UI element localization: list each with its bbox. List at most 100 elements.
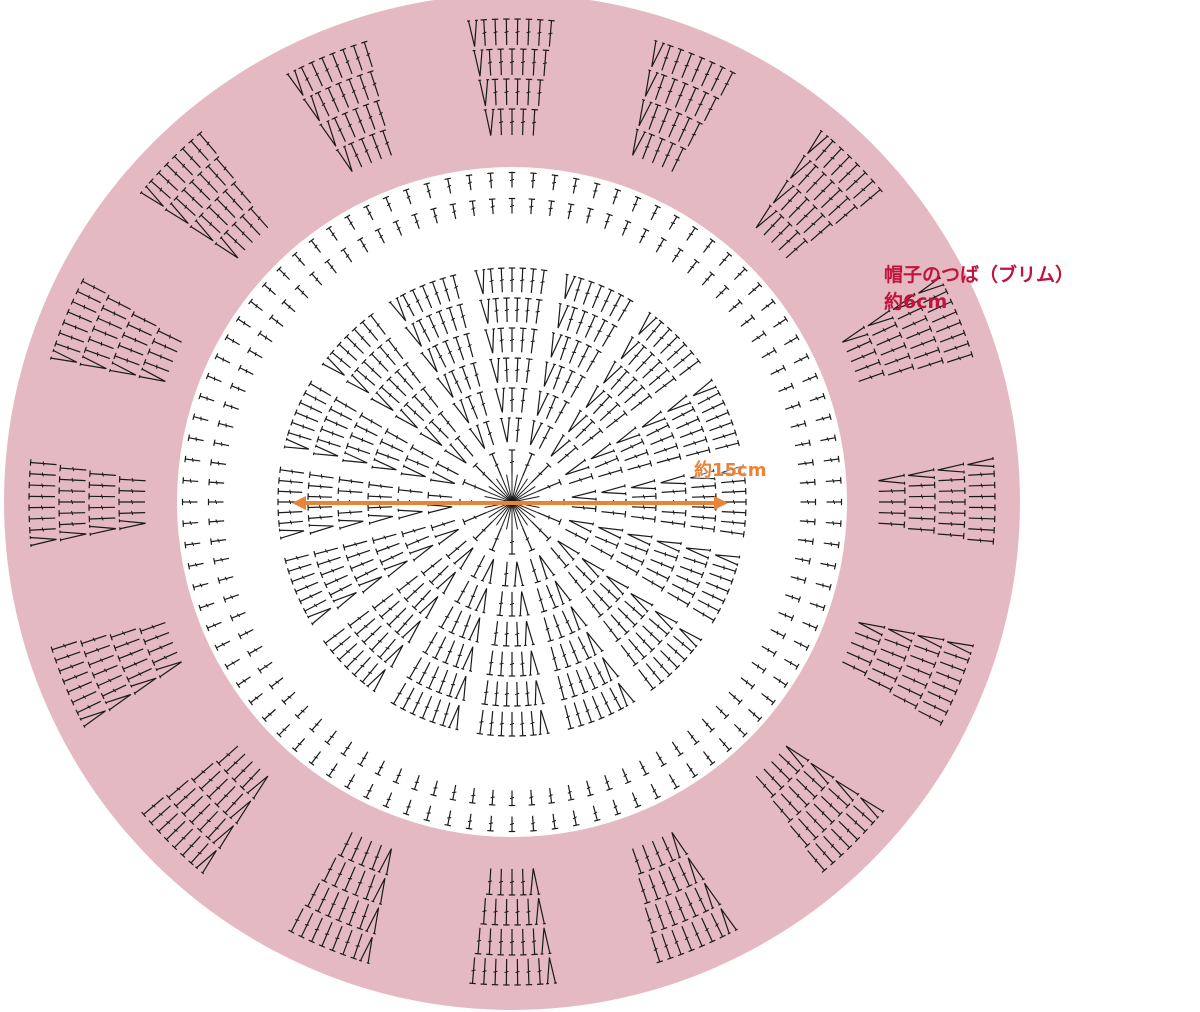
brim-stitch <box>798 163 819 186</box>
crown-stitch <box>432 636 447 661</box>
brim-stitch <box>644 907 657 934</box>
crown-stitch <box>631 515 656 523</box>
brim-stitch <box>842 661 868 677</box>
center-spoke <box>496 501 513 526</box>
edge-stitch <box>257 330 273 343</box>
brim-stitch <box>75 288 101 304</box>
crown-increase-stitch <box>447 704 460 731</box>
edge-stitch <box>181 498 198 506</box>
crown-stitch <box>419 695 433 720</box>
brim-stitch <box>701 60 716 87</box>
brim-stitch <box>117 342 144 356</box>
brim-stitch <box>223 753 246 775</box>
brim-stitch <box>126 668 152 683</box>
crown-increase-stitch <box>367 513 394 525</box>
brim-stitch <box>368 133 382 160</box>
crown-stitch <box>409 444 434 460</box>
edge-stitch <box>773 315 789 328</box>
brim-stitch <box>910 654 937 669</box>
brim-stitch <box>61 319 88 333</box>
crown-stitch <box>394 614 414 636</box>
crown-stitch <box>307 504 333 511</box>
crown-increase-stitch <box>603 360 623 384</box>
crown-stitch <box>368 632 389 653</box>
brim-stitch <box>537 958 544 985</box>
crown-stitch <box>376 344 396 366</box>
brim-stitch <box>350 44 363 71</box>
crown-increase-stitch <box>536 390 550 416</box>
brim-stitch <box>58 521 86 528</box>
crown-stitch <box>631 504 657 512</box>
edge-stitch <box>205 372 222 383</box>
brim-stitch <box>853 178 876 199</box>
brim-stitch <box>658 870 672 897</box>
brim-stitch <box>854 632 881 646</box>
crown-increase-stitch <box>418 596 439 620</box>
brim-stitch <box>206 204 228 226</box>
crown-stitch <box>624 542 649 555</box>
brim-stitch <box>897 304 924 320</box>
brim-stitch <box>80 634 107 647</box>
brim-stitch <box>100 304 127 320</box>
brim-stitch <box>910 335 937 350</box>
crown-increase-stitch <box>692 378 718 397</box>
edge-stitch <box>237 629 254 640</box>
crown-stitch <box>333 396 357 413</box>
brim-stitch <box>503 78 510 106</box>
brim-annotation: 帽子のつば（ブリム） 約6cm <box>884 262 1074 316</box>
crown-increase-stitch <box>685 547 712 560</box>
crown-stitch <box>550 646 561 672</box>
crown-stitch <box>336 643 358 663</box>
brim-stitch <box>803 212 826 234</box>
brim-stitch <box>54 651 81 664</box>
crown-increase-stitch <box>550 434 571 457</box>
brim-stitch <box>213 156 234 179</box>
crown-stitch <box>721 520 746 527</box>
crown-stitch <box>446 306 458 331</box>
brim-stitch <box>508 108 516 135</box>
crown-stitch <box>529 558 542 584</box>
brim-stitch <box>339 47 353 75</box>
center-spoke <box>491 501 513 523</box>
brim-stitch <box>880 648 907 662</box>
edge-stitch <box>748 281 763 296</box>
edge-stitch <box>430 207 438 224</box>
crown-stitch <box>624 384 646 404</box>
brim-stitch <box>780 188 802 211</box>
crown-stitch <box>351 656 371 678</box>
brim-increase-stitch <box>907 468 935 480</box>
crown-stitch <box>409 691 424 716</box>
crown-stitch <box>600 691 615 716</box>
crown-stitch <box>610 614 630 636</box>
brim-stitch <box>846 651 873 667</box>
crown-stitch <box>606 410 628 429</box>
edge-stitch <box>374 227 385 244</box>
crown-increase-stitch <box>479 298 491 324</box>
brim-stitch <box>796 778 818 800</box>
crown-increase-stitch <box>388 296 407 322</box>
edge-stitch <box>799 478 816 486</box>
brim-stitch-groups <box>28 18 996 986</box>
brim-stitch <box>525 18 533 46</box>
brim-increase-stitch <box>89 524 117 536</box>
crown-stitch <box>538 425 554 449</box>
edge-stitch <box>229 611 246 622</box>
brim-stitch <box>687 120 703 147</box>
crown-stitch <box>530 711 537 736</box>
brim-stitch <box>778 229 801 251</box>
edge-stitch <box>198 602 215 612</box>
brim-increase-stitch <box>129 677 157 695</box>
brim-stitch <box>807 850 828 873</box>
brim-increase-stitch <box>789 154 812 179</box>
brim-stitch <box>350 933 363 960</box>
brim-increase-stitch <box>860 797 885 819</box>
brim-stitch <box>156 813 179 835</box>
crown-increase-stitch <box>499 417 511 443</box>
crown-increase-stitch <box>598 526 624 540</box>
crown-stitch <box>343 333 364 354</box>
edge-stitch <box>686 225 699 241</box>
brim-stitch <box>853 805 876 826</box>
edge-stitch <box>207 498 224 506</box>
edge-stitch <box>612 188 622 205</box>
crown-stitch <box>294 409 319 423</box>
